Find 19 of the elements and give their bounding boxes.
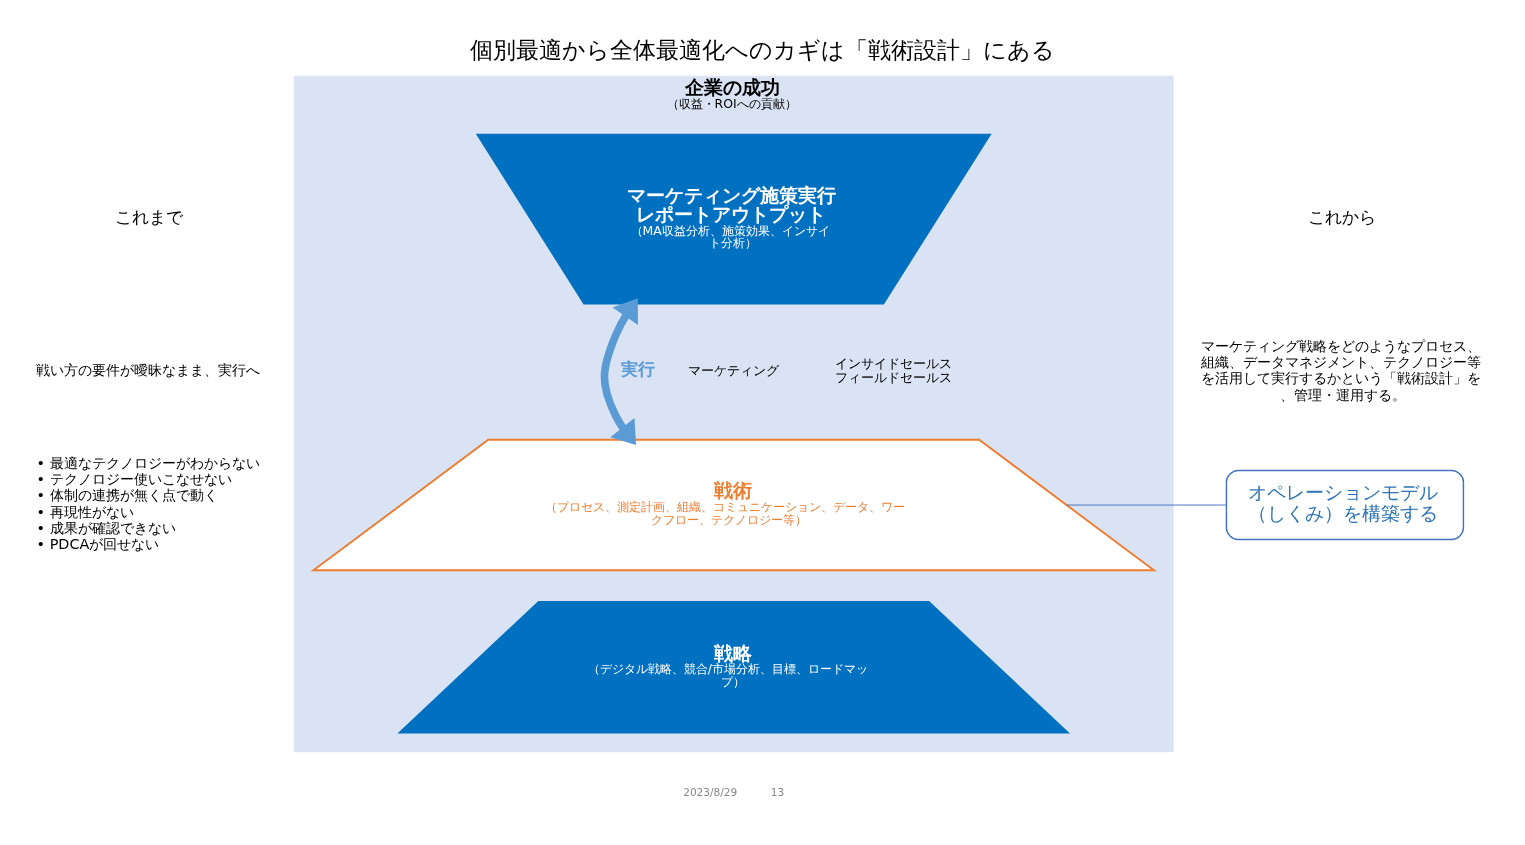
edge-label: 実行 <box>620 358 655 379</box>
label: 戦い方の要件が曖昧なまま、実行へ <box>35 361 260 378</box>
label: フィールドセールス <box>835 369 953 385</box>
label: 2023/8/29 13 <box>683 785 785 798</box>
label: • 体制の連携が無く点で動く <box>36 486 218 503</box>
label: これまで <box>114 206 183 227</box>
diagram-title: 個別最適から全体最適化へのカギは「戦術設計」にある <box>470 36 1055 63</box>
arrow <box>600 297 638 445</box>
label: • 最適なテクノロジーがわからない <box>36 454 260 471</box>
label: マーケティング戦略をどのようなプロセス、組織、データマネジメント、テクノロジー等を活用して実行するかという「戦術設計」を、管理・運用する。 <box>1200 337 1481 402</box>
label: • 再現性がない <box>36 503 134 520</box>
label: マーケティング <box>688 362 780 378</box>
node-box: オペレーションモデル（しくみ）を構築する <box>1225 469 1465 540</box>
label: • 成果が確認できない <box>36 519 176 536</box>
label: これから <box>1308 206 1377 227</box>
label: • PDCAが回せない <box>36 535 160 552</box>
connector <box>1066 504 1227 506</box>
label: • テクノロジー使いこなせない <box>36 470 232 487</box>
label: インサイドセールス <box>835 355 953 371</box>
